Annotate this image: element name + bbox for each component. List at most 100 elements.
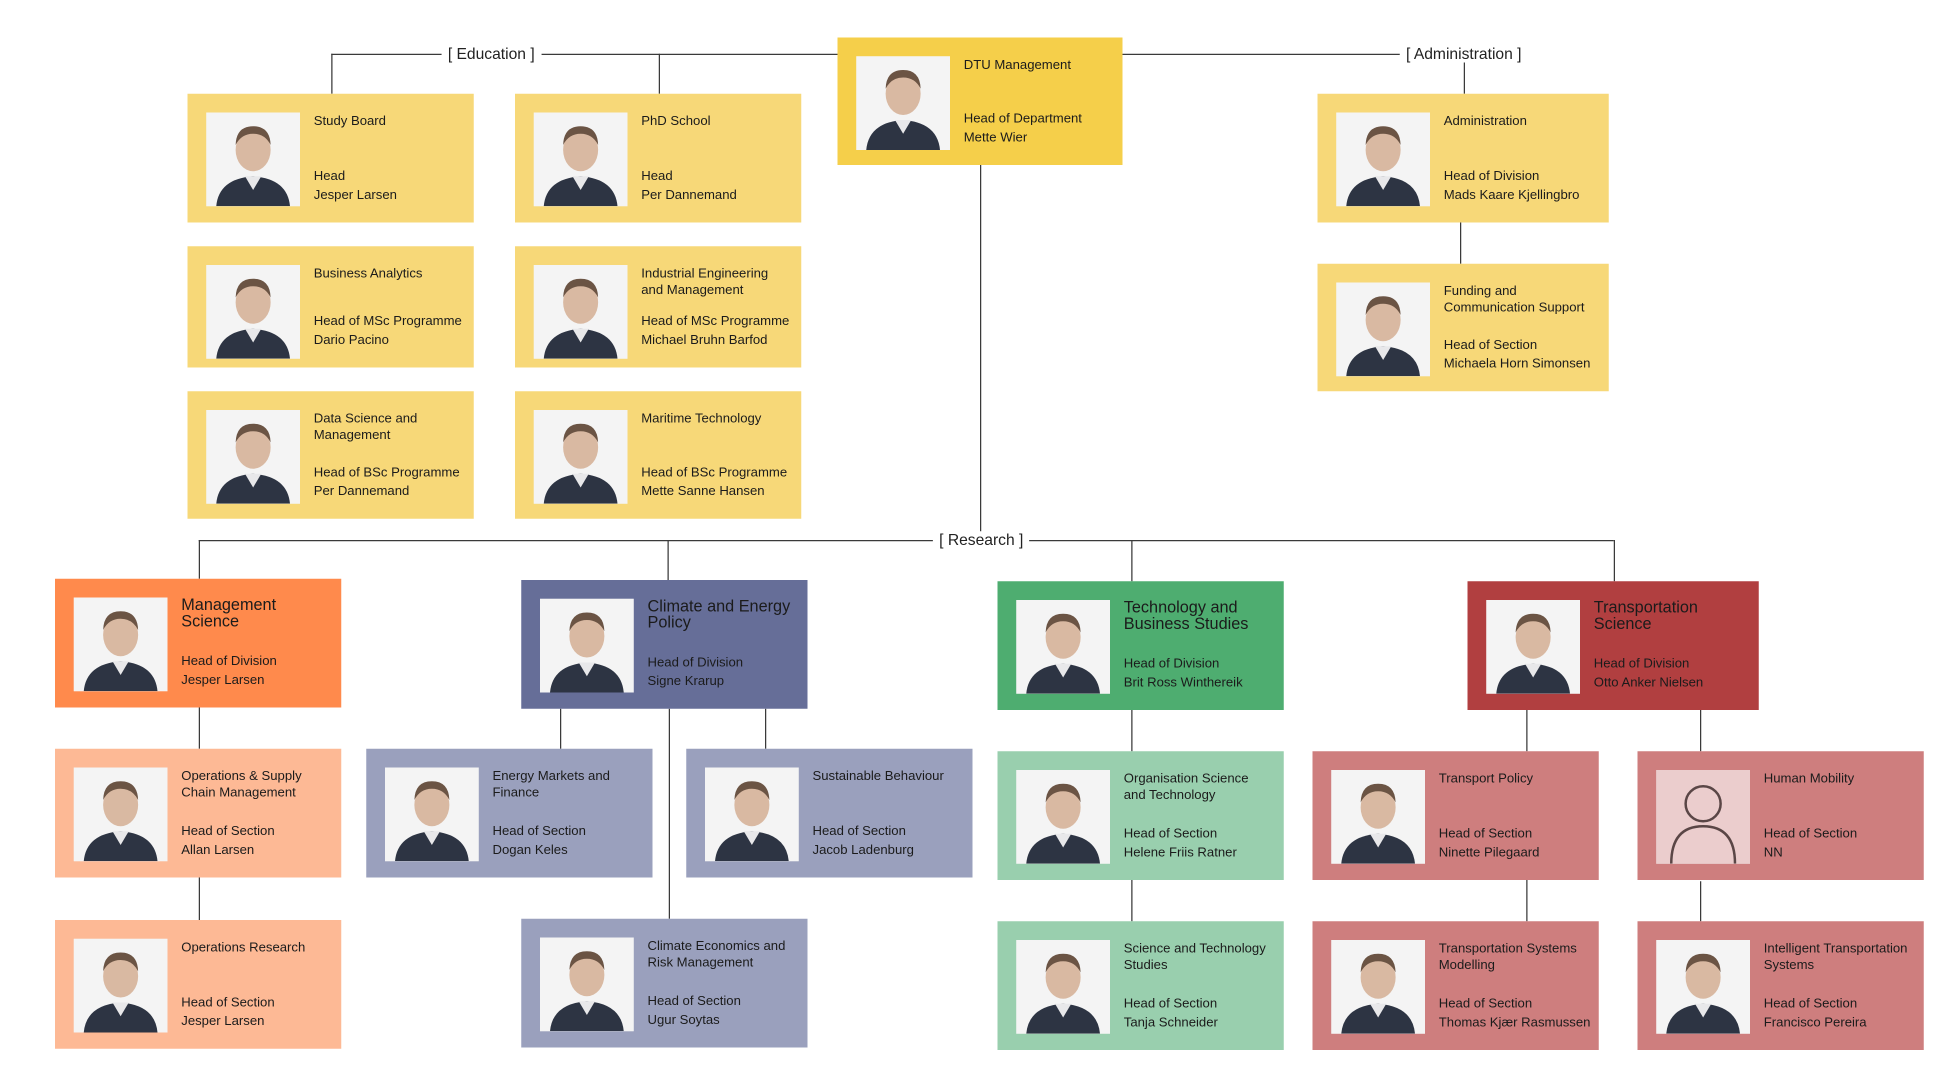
portrait-photo xyxy=(533,112,628,207)
head-name: Dario Pacino xyxy=(313,332,389,348)
head-role: Head of Section xyxy=(647,993,741,1009)
unit-name: Intelligent Transportation Systems xyxy=(1763,941,1908,973)
connector-line xyxy=(668,708,670,919)
portrait-photo xyxy=(73,767,168,862)
group-label-education: [ Education ] xyxy=(441,45,541,63)
head-name: Mette Wier xyxy=(963,130,1028,145)
head-role: Head of BSc Programme xyxy=(641,465,788,480)
head-name: Tanja Schneider xyxy=(1123,1015,1218,1030)
connector-line xyxy=(331,53,333,94)
head-name: Michaela Horn Simonsen xyxy=(1443,356,1591,372)
head-role: Head of Section xyxy=(1123,996,1218,1012)
connector-line xyxy=(1463,53,1465,94)
connector-line xyxy=(765,708,767,749)
head-name: Brit Ross Winthereik xyxy=(1123,675,1243,690)
connector-line xyxy=(658,53,660,94)
head-role: Head of Section xyxy=(1438,826,1533,842)
head-name: Francisco Pereira xyxy=(1763,1015,1867,1030)
unit-name: Human Mobility xyxy=(1763,771,1855,787)
connector-line xyxy=(1613,540,1615,582)
unit-name: Climate Economics and Risk Management xyxy=(647,938,786,970)
portrait-photo xyxy=(1331,940,1425,1034)
head-name: Mads Kaare Kjellingbro xyxy=(1443,187,1580,203)
head-role: Head of Section xyxy=(1763,996,1858,1012)
portrait-photo xyxy=(206,410,300,504)
connector-line xyxy=(198,877,200,920)
portrait-photo xyxy=(533,410,628,504)
unit-name: Climate and Energy Policy xyxy=(647,596,791,632)
connector-line xyxy=(667,540,669,580)
head-name: Mette Sanne Hansen xyxy=(641,483,765,499)
head-role: Head of Section xyxy=(492,823,586,839)
placeholder-person-icon xyxy=(1656,770,1750,864)
head-role: Head of MSc Programme xyxy=(641,313,790,329)
portrait-photo xyxy=(1016,940,1110,1034)
unit-name: DTU Management xyxy=(963,57,1071,73)
group-label-administration: [ Administration ] xyxy=(1399,45,1528,63)
connector-line xyxy=(1131,710,1133,752)
head-name: Dogan Keles xyxy=(492,842,568,858)
head-name: Ninette Pilegaard xyxy=(1438,845,1540,860)
head-name: Jesper Larsen xyxy=(181,672,265,688)
head-name: Michael Bruhn Barfod xyxy=(641,332,768,348)
connector-line xyxy=(198,707,200,749)
head-name: NN xyxy=(1763,845,1783,860)
head-role: Head of Section xyxy=(812,823,906,839)
portrait-photo xyxy=(206,112,300,207)
portrait-photo xyxy=(1016,600,1110,694)
portrait-photo xyxy=(73,597,168,692)
head-name: Jesper Larsen xyxy=(313,187,397,203)
head-role: Head of Section xyxy=(1438,996,1533,1012)
head-role: Head of Section xyxy=(1123,826,1218,842)
unit-name: Maritime Technology xyxy=(641,411,762,427)
head-role: Head of Section xyxy=(181,995,275,1010)
unit-name: Funding and Communication Support xyxy=(1443,283,1585,315)
head-name: Jesper Larsen xyxy=(181,1013,265,1029)
unit-name: Operations Research xyxy=(181,940,306,955)
connector-line xyxy=(1700,710,1702,752)
connector-line xyxy=(1131,540,1133,582)
portrait-photo xyxy=(1336,112,1430,207)
head-role: Head of Division xyxy=(181,653,277,669)
unit-name: Science and Technology Studies xyxy=(1123,941,1266,973)
portrait-photo xyxy=(385,767,479,862)
head-name: Helene Friis Ratner xyxy=(1123,845,1237,860)
connector-line xyxy=(560,708,562,749)
head-role: Head of MSc Programme xyxy=(313,313,462,329)
connector-line xyxy=(1526,710,1528,752)
head-role: Head of Division xyxy=(1593,656,1690,672)
connector-line xyxy=(1122,53,1464,55)
portrait-photo xyxy=(1016,770,1110,864)
